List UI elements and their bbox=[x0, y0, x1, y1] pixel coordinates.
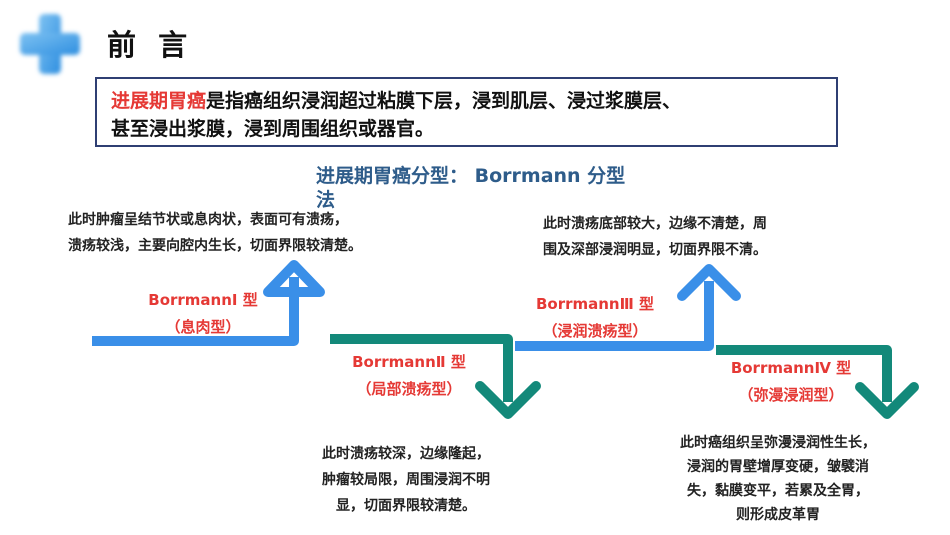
type3-up-arrow bbox=[515, 281, 714, 351]
definition-text-1: 是指癌组织浸润超过粘膜下层，浸到肌层、浸过浆膜层、 bbox=[206, 90, 682, 112]
type3-desc-line-1: 此时溃疡底部较大，边缘不清楚，周 bbox=[543, 216, 767, 232]
type1-description: 此时肿瘤呈结节状或息肉状，表面可有溃疡， 溃疡较浅，主要向腔内生长，切面界限较清… bbox=[68, 207, 362, 259]
type4-label: BorrmannⅣ 型 （弥漫浸润型） bbox=[713, 355, 869, 409]
type1-desc-line-2: 溃疡较浅，主要向腔内生长，切面界限较清楚。 bbox=[68, 238, 362, 254]
type4-subname: （弥漫浸润型） bbox=[738, 386, 844, 404]
type4-arrowhead-icon bbox=[855, 382, 919, 419]
type4-down-arrow bbox=[716, 345, 892, 402]
definition-box: 进展期胃癌是指癌组织浸润超过粘膜下层，浸到肌层、浸过浆膜层、 甚至浸出浆膜，浸到… bbox=[95, 77, 838, 147]
type2-desc-line-2: 肿瘤较局限，周围浸润不明 bbox=[322, 472, 490, 488]
definition-line-1: 进展期胃癌是指癌组织浸润超过粘膜下层，浸到肌层、浸过浆膜层、 bbox=[111, 87, 822, 115]
type1-arrowhead-icon bbox=[263, 260, 325, 297]
type2-name: BorrmannⅡ 型 bbox=[352, 353, 466, 371]
type4-description: 此时癌组织呈弥漫浸润性生长， 浸润的胃壁增厚变硬，皱襞消 失，黏膜变平，若累及全… bbox=[680, 431, 876, 527]
type2-down-arrow bbox=[330, 334, 513, 402]
definition-line-2: 甚至浸出浆膜，浸到周围组织或器官。 bbox=[111, 118, 435, 140]
type2-desc-line-3: 显，切面界限较清楚。 bbox=[336, 498, 476, 514]
type3-subname: （浸润溃疡型） bbox=[542, 322, 648, 340]
subtitle-line-1: 进展期胃癌分型： Borrmann 分型 bbox=[316, 165, 626, 187]
type4-desc-line-1: 此时癌组织呈弥漫浸润性生长， bbox=[680, 435, 876, 451]
type1-desc-line-1: 此时肿瘤呈结节状或息肉状，表面可有溃疡， bbox=[68, 212, 348, 228]
subtitle-line-2: 法 bbox=[316, 189, 336, 211]
type3-arrowhead-icon bbox=[677, 264, 741, 301]
type3-name: BorrmannⅢ 型 bbox=[535, 295, 655, 313]
type4-desc-line-3: 失，黏膜变平，若累及全胃， bbox=[687, 483, 869, 499]
type1-subname: （息肉型） bbox=[165, 318, 241, 336]
type2-label: BorrmannⅡ 型 （局部溃疡型） bbox=[334, 349, 484, 403]
classification-subtitle: 进展期胃癌分型： Borrmann 分型 法 bbox=[316, 164, 706, 212]
type3-desc-line-2: 围及深部浸润明显，切面界限不清。 bbox=[543, 242, 767, 258]
type4-desc-line-4: 则形成皮革胃 bbox=[736, 507, 820, 523]
type3-label: BorrmannⅢ 型 （浸润溃疡型） bbox=[519, 291, 671, 345]
type2-subname: （局部溃疡型） bbox=[356, 380, 462, 398]
page-title: 前 言 bbox=[107, 28, 194, 62]
type4-name: BorrmannⅣ 型 bbox=[730, 359, 852, 377]
type2-arrowhead-icon bbox=[475, 381, 541, 419]
definition-highlight: 进展期胃癌 bbox=[111, 90, 207, 112]
type4-desc-line-2: 浸润的胃壁增厚变硬，皱襞消 bbox=[687, 459, 869, 475]
type1-label: BorrmannⅠ 型 （息肉型） bbox=[128, 287, 278, 341]
type1-name: BorrmannⅠ 型 bbox=[148, 291, 258, 309]
type2-description: 此时溃疡较深，边缘隆起， 肿瘤较局限，周围浸润不明 显，切面界限较清楚。 bbox=[322, 441, 490, 519]
type3-description: 此时溃疡底部较大，边缘不清楚，周 围及深部浸润明显，切面界限不清。 bbox=[543, 211, 767, 263]
type2-desc-line-1: 此时溃疡较深，边缘隆起， bbox=[322, 446, 490, 462]
type1-up-arrow bbox=[92, 277, 299, 346]
medical-cross-logo-icon bbox=[20, 14, 80, 74]
